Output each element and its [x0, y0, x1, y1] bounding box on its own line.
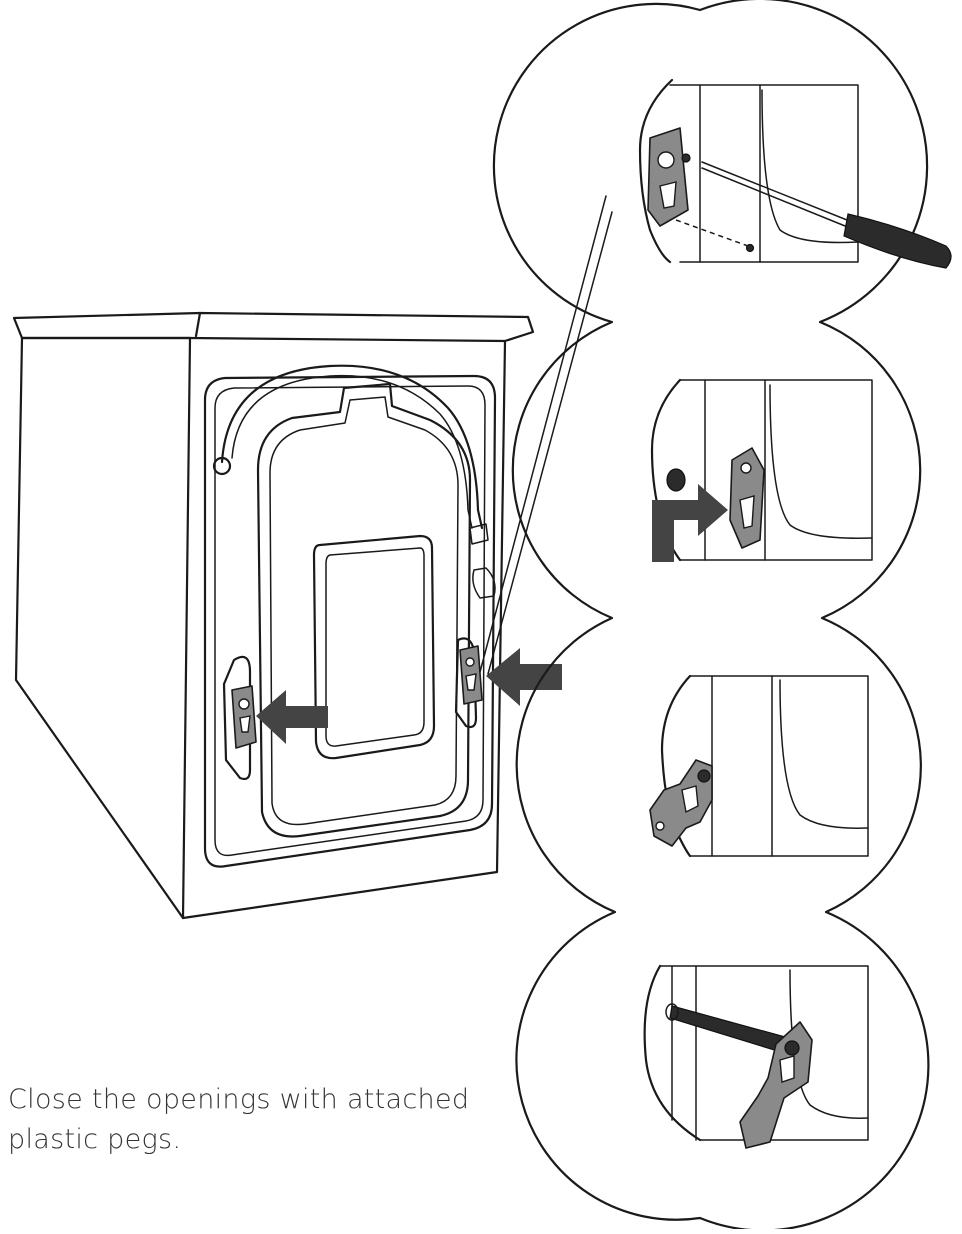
- step-2-detail: [650, 378, 873, 562]
- bracket-icon: [649, 759, 713, 847]
- detail-circles: [492, 0, 930, 1232]
- caption-line-1: Close the openings with attached: [8, 1084, 470, 1115]
- instruction-caption: Close the openings with attached plastic…: [8, 1080, 528, 1160]
- right-transport-bracket: [459, 645, 483, 705]
- step-4-detail: [643, 964, 869, 1149]
- step-3-detail: [649, 674, 869, 858]
- callout-line: [479, 195, 607, 673]
- bracket-remove-arrow-icon: [652, 484, 728, 562]
- screwdriver-icon: [701, 161, 952, 269]
- washing-machine-rear: [12, 311, 535, 920]
- step-1-detail: [638, 78, 952, 269]
- caption-line-2: plastic pegs.: [8, 1124, 182, 1155]
- left-transport-bracket: [231, 685, 257, 749]
- left-bracket-arrow-icon: [256, 690, 328, 744]
- right-bracket-arrow-icon: [486, 648, 562, 706]
